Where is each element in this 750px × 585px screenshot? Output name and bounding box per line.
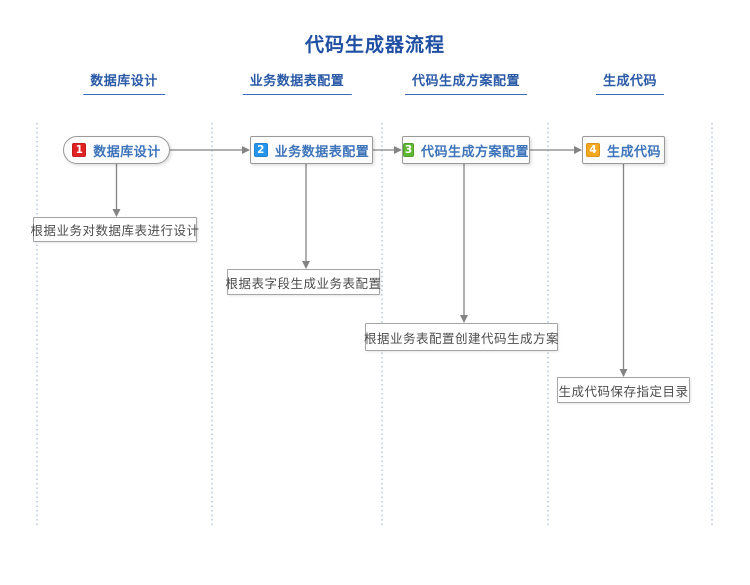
step-4-badge: 4 — [585, 143, 600, 157]
step-2-badge: 2 — [253, 143, 268, 157]
annotation-box-1: 根据业务对数据库表进行设计 — [31, 217, 199, 242]
step-1-badge: 1 — [72, 143, 87, 157]
annotation-box-2: 根据表字段生成业务表配置 — [226, 269, 381, 295]
annotation-box-4: 生成代码保存指定目录 — [557, 377, 690, 403]
node-label: 代码生成方案配置 — [420, 144, 529, 160]
flow-node-codegen-scheme-config: 3 代码生成方案配置 — [402, 136, 530, 164]
lane-header-codegen-scheme-config: 代码生成方案配置 — [404, 70, 528, 95]
flow-node-generate-code: 4 生成代码 — [582, 136, 665, 164]
lane-header-business-table-config: 业务数据表配置 — [242, 70, 352, 95]
flow-node-database-design: 1 数据库设计 — [63, 136, 170, 164]
node-label: 业务数据表配置 — [274, 144, 370, 160]
node-label: 生成代码 — [606, 144, 661, 160]
lane-header-database-design: 数据库设计 — [83, 70, 165, 95]
flow-node-business-table-config: 2 业务数据表配置 — [250, 136, 373, 164]
annotation-box-3: 根据业务表配置创建代码生成方案 — [364, 323, 559, 351]
node-label: 数据库设计 — [93, 144, 161, 160]
lane-header-generate-code: 生成代码 — [595, 70, 665, 95]
diagram-title: 代码生成器流程 — [304, 34, 445, 56]
step-3-badge: 3 — [403, 143, 414, 157]
flow-arrows — [112, 146, 628, 377]
